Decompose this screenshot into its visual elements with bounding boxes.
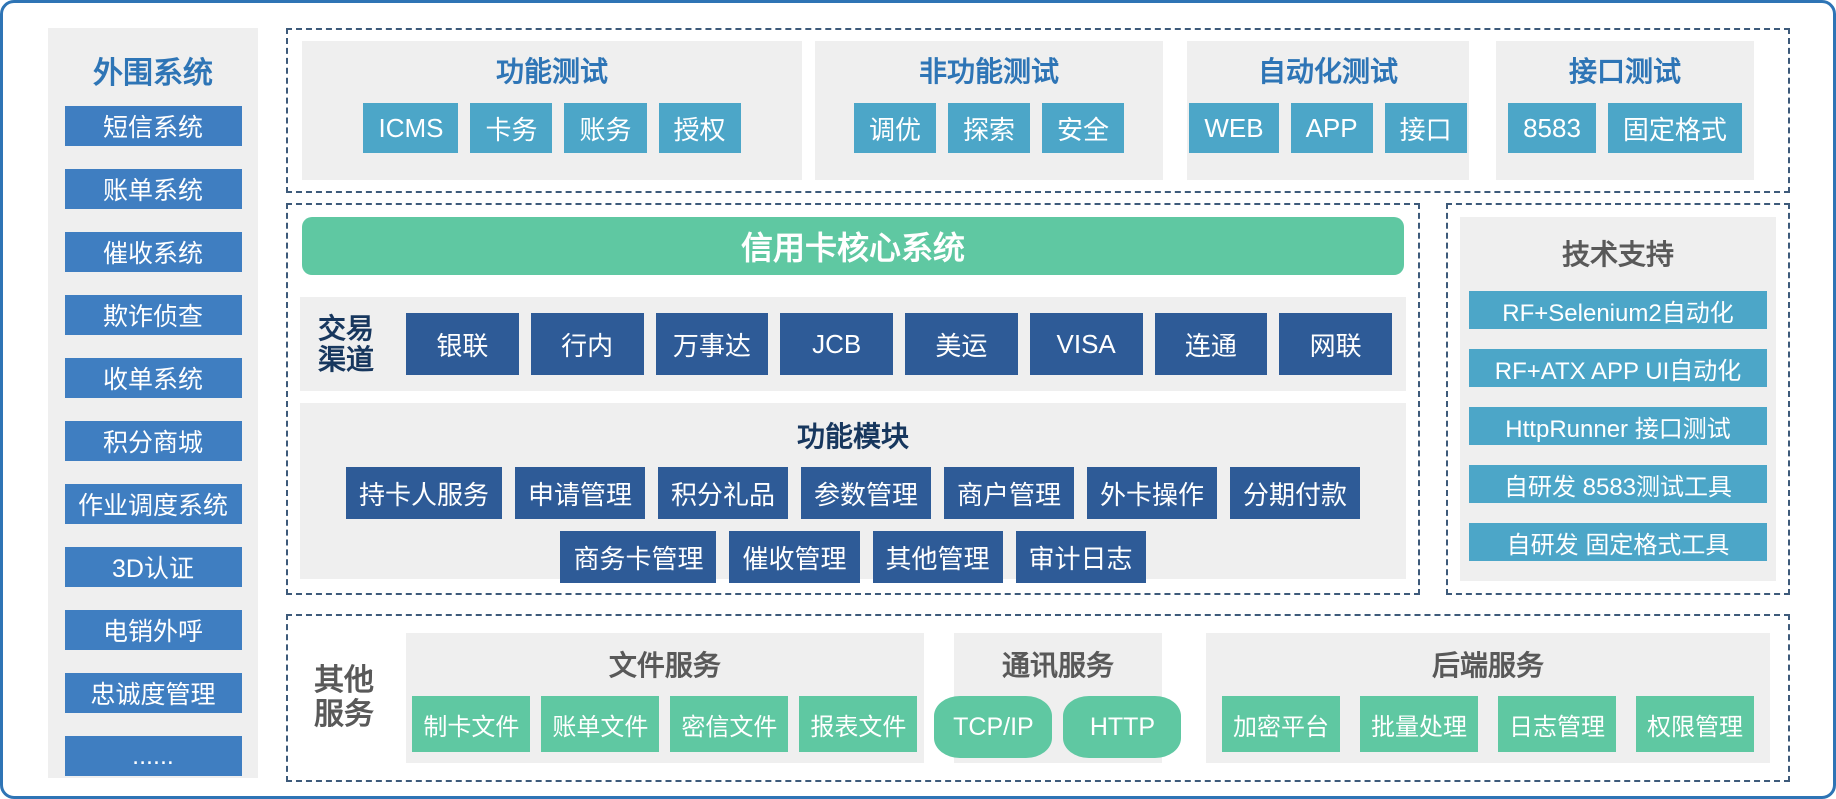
- chip-app: APP: [1290, 103, 1373, 153]
- functional-test-items: ICMS 卡务 账务 授权: [363, 103, 741, 153]
- sidebar-item-acquiring: 收单系统: [64, 358, 242, 398]
- non-functional-test-section: 非功能测试 调优 探索 安全: [815, 41, 1163, 180]
- module-merchant-mgmt: 商户管理: [944, 467, 1075, 519]
- module-audit-log: 审计日志: [1015, 531, 1146, 583]
- function-modules-row1: 持卡人服务 申请管理 积分礼品 参数管理 商户管理 外卡操作 分期付款: [300, 467, 1406, 519]
- functional-test-title: 功能测试: [495, 56, 608, 87]
- sidebar-item-telemarketing: 电销外呼: [64, 610, 242, 650]
- tech-support-panel: 技术支持 RF+Selenium2自动化 RF+ATX APP UI自动化 Ht…: [1460, 217, 1776, 581]
- module-other-mgmt: 其他管理: [872, 531, 1003, 583]
- backend-services-items: 加密平台 批量处理 日志管理 权限管理: [1221, 696, 1754, 752]
- interface-test-section: 接口测试 8583 固定格式: [1496, 41, 1754, 180]
- interface-test-items: 8583 固定格式: [1508, 103, 1742, 153]
- automation-test-section: 自动化测试 WEB APP 接口: [1187, 41, 1469, 180]
- backend-batch-processing: 批量处理: [1359, 696, 1478, 752]
- functional-test-section: 功能测试 ICMS 卡务 账务 授权: [302, 41, 802, 180]
- test-band: 功能测试 ICMS 卡务 账务 授权 非功能测试 调优 探索 安全 自动化测试 …: [286, 28, 1790, 193]
- comm-services-items: TCP/IP HTTP: [934, 696, 1182, 758]
- chip-exploratory: 探索: [947, 103, 1030, 153]
- backend-encryption-platform: 加密平台: [1221, 696, 1340, 752]
- channel-mastercard: 万事达: [655, 313, 769, 375]
- channel-amex: 美运: [905, 313, 1018, 375]
- module-installment: 分期付款: [1230, 467, 1361, 519]
- channel-intrabank: 行内: [530, 313, 644, 375]
- module-foreign-card-ops: 外卡操作: [1087, 467, 1218, 519]
- file-card-making: 制卡文件: [412, 696, 531, 752]
- sidebar-item-more: ......: [64, 736, 242, 776]
- peripheral-systems-panel: 外围系统 短信系统 账单系统 催收系统 欺诈侦查 收单系统 积分商城 作业调度系…: [48, 28, 258, 778]
- backend-services-title: 后端服务: [1431, 650, 1544, 681]
- interface-test-title: 接口测试: [1568, 56, 1681, 87]
- chip-fixed-format: 固定格式: [1607, 103, 1742, 153]
- non-functional-test-title: 非功能测试: [918, 56, 1059, 87]
- module-application-mgmt: 申请管理: [514, 467, 645, 519]
- sidebar-item-collection: 催收系统: [64, 232, 242, 272]
- core-system-block: 信用卡核心系统 交易渠道 银联 行内 万事达 JCB 美运 VISA 连通 网联…: [286, 203, 1420, 595]
- chip-tuning: 调优: [853, 103, 936, 153]
- other-services-label: 其他服务: [314, 663, 374, 732]
- tech-support-title: 技术支持: [1561, 239, 1674, 270]
- channel-visa: VISA: [1029, 313, 1143, 375]
- file-billing: 账单文件: [541, 696, 660, 752]
- chip-web: WEB: [1189, 103, 1279, 153]
- chip-8583: 8583: [1508, 103, 1596, 153]
- sidebar-item-3d-auth: 3D认证: [64, 547, 242, 587]
- function-modules-title: 功能模块: [796, 421, 909, 452]
- peripheral-systems-list: 短信系统 账单系统 催收系统 欺诈侦查 收单系统 积分商城 作业调度系统 3D认…: [64, 106, 242, 776]
- module-business-card-mgmt: 商务卡管理: [560, 531, 717, 583]
- transaction-channels-label: 交易渠道: [318, 312, 375, 375]
- tool-rf-atx-app-ui: RF+ATX APP UI自动化: [1469, 349, 1767, 387]
- transaction-channels-panel: 交易渠道 银联 行内 万事达 JCB 美运 VISA 连通 网联: [300, 297, 1406, 391]
- comm-services-section: 通讯服务 TCP/IP HTTP: [934, 633, 1182, 763]
- channel-unionpay: 银联: [406, 313, 519, 375]
- file-services-items: 制卡文件 账单文件 密信文件 报表文件: [412, 696, 918, 752]
- module-cardholder-service: 持卡人服务: [345, 467, 502, 519]
- chip-security: 安全: [1042, 103, 1125, 153]
- tech-support-block: 技术支持 RF+Selenium2自动化 RF+ATX APP UI自动化 Ht…: [1446, 203, 1790, 595]
- chip-authorization: 授权: [658, 103, 741, 153]
- module-collection-mgmt: 催收管理: [729, 531, 860, 583]
- transaction-channels-row: 银联 行内 万事达 JCB 美运 VISA 连通 网联: [406, 313, 1392, 375]
- backend-permission-mgmt: 权限管理: [1635, 696, 1754, 752]
- other-services-band: 其他服务 文件服务 制卡文件 账单文件 密信文件 报表文件 通讯服务 TCP/I…: [286, 614, 1790, 782]
- backend-log-mgmt: 日志管理: [1497, 696, 1616, 752]
- non-functional-test-items: 调优 探索 安全: [853, 103, 1125, 153]
- tool-fixed-format-tester: 自研发 固定格式工具: [1469, 523, 1767, 561]
- tool-rf-selenium2: RF+Selenium2自动化: [1469, 291, 1767, 329]
- channel-liantong: 连通: [1154, 313, 1268, 375]
- module-parameter-mgmt: 参数管理: [800, 467, 931, 519]
- peripheral-systems-title: 外围系统: [93, 57, 213, 90]
- channel-netsunion: 网联: [1279, 313, 1392, 375]
- module-points-gifts: 积分礼品: [657, 467, 788, 519]
- tool-8583-tester: 自研发 8583测试工具: [1469, 465, 1767, 503]
- file-report: 报表文件: [799, 696, 918, 752]
- backend-services-section: 后端服务 加密平台 批量处理 日志管理 权限管理: [1205, 633, 1770, 763]
- function-modules-panel: 功能模块 持卡人服务 申请管理 积分礼品 参数管理 商户管理 外卡操作 分期付款…: [300, 403, 1406, 583]
- comm-services-title: 通讯服务: [1001, 650, 1114, 681]
- automation-test-title: 自动化测试: [1257, 56, 1398, 87]
- sidebar-item-billing: 账单系统: [64, 169, 242, 209]
- tool-httprunner: HttpRunner 接口测试: [1469, 407, 1767, 445]
- sidebar-item-fraud: 欺诈侦查: [64, 295, 242, 335]
- chip-icms: ICMS: [363, 103, 459, 153]
- automation-test-items: WEB APP 接口: [1189, 103, 1467, 153]
- sidebar-item-loyalty: 忠诚度管理: [64, 673, 242, 713]
- file-services-section: 文件服务 制卡文件 账单文件 密信文件 报表文件: [405, 633, 924, 763]
- sidebar-item-points-mall: 积分商城: [64, 421, 242, 461]
- file-services-title: 文件服务: [608, 650, 721, 681]
- chip-card-service: 卡务: [470, 103, 553, 153]
- core-system-header: 信用卡核心系统: [302, 217, 1404, 275]
- sidebar-item-job-scheduling: 作业调度系统: [64, 484, 242, 524]
- comm-http: HTTP: [1063, 696, 1182, 758]
- chip-accounting: 账务: [564, 103, 647, 153]
- function-modules-row2: 商务卡管理 催收管理 其他管理 审计日志: [300, 531, 1406, 583]
- chip-interface: 接口: [1384, 103, 1467, 153]
- channel-jcb: JCB: [780, 313, 893, 375]
- sidebar-item-sms: 短信系统: [64, 106, 242, 146]
- comm-tcpip: TCP/IP: [934, 696, 1053, 758]
- file-pin-letter: 密信文件: [670, 696, 789, 752]
